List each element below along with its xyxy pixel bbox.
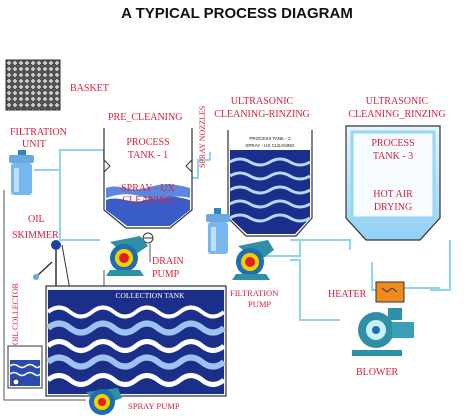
oil-collector-label: OIL COLLECTOR — [11, 282, 20, 345]
diagram-title: A TYPICAL PROCESS DIAGRAM — [121, 5, 353, 22]
collection-tank — [45, 285, 227, 397]
spray-ux-label-2: CLEANING — [122, 195, 173, 206]
black-pipe-lines — [3, 190, 151, 401]
blower-label: BLOWER — [356, 367, 399, 378]
tank-3-label-2: TANK - 3 — [373, 151, 413, 162]
drain-pump-label-2: PUMP — [152, 269, 180, 280]
ultrasonic-2-label-2: CLEANING_RINZING — [348, 109, 445, 120]
tank-3-label-1: PROCESS — [371, 138, 414, 149]
basket-icon — [5, 59, 61, 111]
filtration-pump-label-2: PUMP — [248, 299, 271, 309]
spray-nozzles-label: SPRAY NOZZLES — [198, 106, 207, 168]
process-tank-1 — [103, 128, 193, 244]
tank-2-label-2: SPRAY - UX CLEANING — [245, 143, 295, 148]
hot-air-label-1: HOT AIR — [373, 189, 413, 200]
spray-ux-label-1: SPRAY - UX — [121, 183, 175, 194]
ultrasonic-2-label-1: ULTRASONIC — [366, 96, 429, 107]
spray-pump-label: SPRAY PUMP — [128, 401, 180, 411]
filtration-unit-icon — [9, 150, 34, 195]
filtration-unit-2-icon — [206, 208, 230, 254]
drain-pump-icon — [106, 236, 148, 276]
drain-pump-label-1: DRAIN — [152, 256, 184, 267]
ultrasonic-1-label-1: ULTRASONIC — [231, 96, 294, 107]
ultrasonic-1-label-2: CLEANING-RINZING — [214, 109, 310, 120]
basket-label: BASKET — [70, 83, 109, 94]
process-tank-3 — [345, 125, 441, 241]
collection-tank-label: COLLECTION TANK — [115, 291, 185, 300]
heater-label: HEATER — [328, 289, 367, 300]
filtration-pump-icon — [232, 240, 274, 280]
blower-icon — [352, 308, 414, 356]
filtration-pump-label-1: FILTRATION — [230, 288, 278, 298]
oil-collector-icon — [7, 345, 43, 389]
tank-1-label-2: TANK - 1 — [128, 150, 168, 161]
heater-icon — [375, 281, 405, 303]
filtration-unit-label-2: UNIT — [22, 139, 46, 150]
oil-skimmer-label-1: OIL — [28, 214, 45, 225]
pre-cleaning-label: PRE_CLEANING — [108, 112, 182, 123]
tank-2-label-1: PROCESS TANK - 2 — [249, 136, 291, 141]
oil-skimmer-label-2: SKIMMER — [12, 230, 59, 241]
spray-pump-icon — [86, 388, 122, 415]
tank-1-label-1: PROCESS — [126, 137, 169, 148]
process-tank-2 — [227, 130, 313, 237]
hot-air-label-2: DRYING — [374, 202, 412, 213]
filtration-unit-label-1: FILTRATION — [10, 127, 67, 138]
